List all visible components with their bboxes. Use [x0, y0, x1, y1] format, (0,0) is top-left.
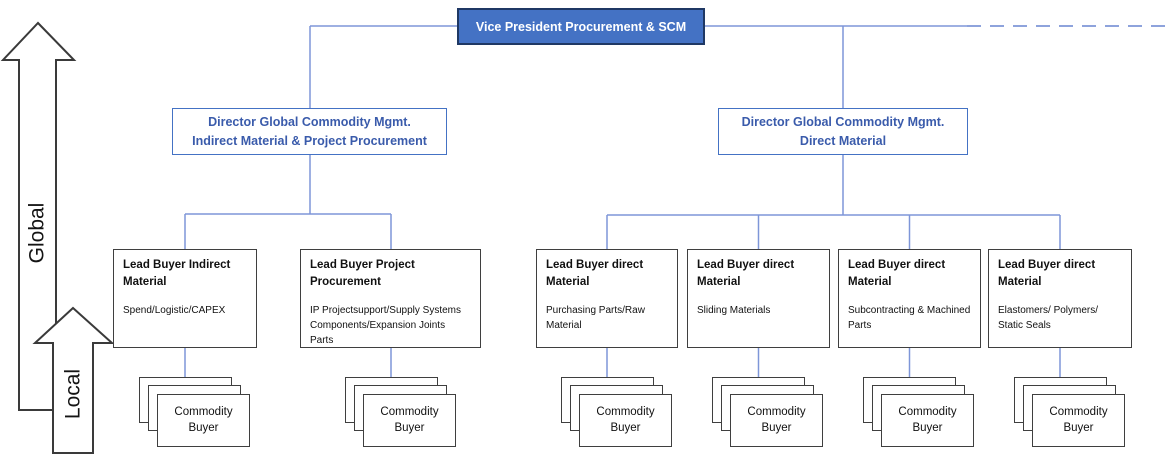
commodity-buyer-card: Commodity Buyer: [363, 394, 456, 447]
commodity-buyer-stack: Commodity Buyer: [561, 377, 673, 448]
vp-procurement-label: Vice President Procurement & SCM: [475, 19, 687, 34]
lead-buyer-sliding-materials-box: Lead Buyer direct Material Sliding Mater…: [687, 249, 830, 348]
lead-buyer-subtitle: Subcontracting & Machined Parts: [848, 304, 971, 331]
lead-buyer-title: Lead Buyer direct Material: [998, 259, 1096, 289]
lead-buyer-subtitle: Sliding Materials: [697, 304, 771, 316]
lead-buyer-title: Lead Buyer direct Material: [697, 259, 795, 289]
lead-buyer-subtitle: Purchasing Parts/Raw Material: [546, 304, 645, 331]
commodity-buyer-stack: Commodity Buyer: [863, 377, 975, 448]
director-title-line1: Director Global Commodity Mgmt.: [741, 114, 945, 129]
lead-buyer-title: Lead Buyer Indirect Material: [123, 259, 231, 289]
lead-buyer-project-procurement-box: Lead Buyer Project Procurement IP Projec…: [300, 249, 481, 348]
local-axis-label: Local: [62, 369, 85, 419]
director-direct-material-box: Director Global Commodity Mgmt. Direct M…: [718, 108, 968, 155]
vp-procurement-box: Vice President Procurement & SCM: [457, 8, 705, 45]
global-arrow: [0, 21, 77, 411]
lead-buyer-title: Lead Buyer direct Material: [546, 259, 644, 289]
director-title-line2: Direct Material: [799, 133, 887, 148]
local-arrow: [32, 306, 115, 454]
lead-buyer-subtitle: Spend/Logistic/CAPEX: [123, 304, 226, 316]
commodity-buyer-card: Commodity Buyer: [1032, 394, 1125, 447]
lead-buyer-subtitle: IP Projectsupport/Supply Systems Compone…: [310, 304, 461, 346]
director-title-line2: Indirect Material & Project Procurement: [192, 133, 427, 148]
director-title-line1: Director Global Commodity Mgmt.: [208, 114, 411, 129]
director-indirect-material-box: Director Global Commodity Mgmt. Indirect…: [172, 108, 447, 155]
commodity-buyer-card: Commodity Buyer: [730, 394, 823, 447]
lead-buyer-subcontracting-box: Lead Buyer direct Material Subcontractin…: [838, 249, 981, 348]
commodity-buyer-stack: Commodity Buyer: [1014, 377, 1126, 448]
commodity-buyer-card: Commodity Buyer: [881, 394, 974, 447]
lead-buyer-title: Lead Buyer direct Material: [848, 259, 946, 289]
commodity-buyer-stack: Commodity Buyer: [139, 377, 251, 448]
commodity-buyer-stack: Commodity Buyer: [345, 377, 457, 448]
lead-buyer-indirect-material-box: Lead Buyer Indirect Material Spend/Logis…: [113, 249, 257, 348]
lead-buyer-elastomers-box: Lead Buyer direct Material Elastomers/ P…: [988, 249, 1132, 348]
lead-buyer-direct-raw-material-box: Lead Buyer direct Material Purchasing Pa…: [536, 249, 678, 348]
lead-buyer-subtitle: Elastomers/ Polymers/ Static Seals: [998, 304, 1099, 331]
lead-buyer-title: Lead Buyer Project Procurement: [310, 259, 415, 289]
commodity-buyer-card: Commodity Buyer: [579, 394, 672, 447]
commodity-buyer-stack: Commodity Buyer: [712, 377, 824, 448]
global-axis-label: Global: [26, 203, 49, 264]
commodity-buyer-card: Commodity Buyer: [157, 394, 250, 447]
